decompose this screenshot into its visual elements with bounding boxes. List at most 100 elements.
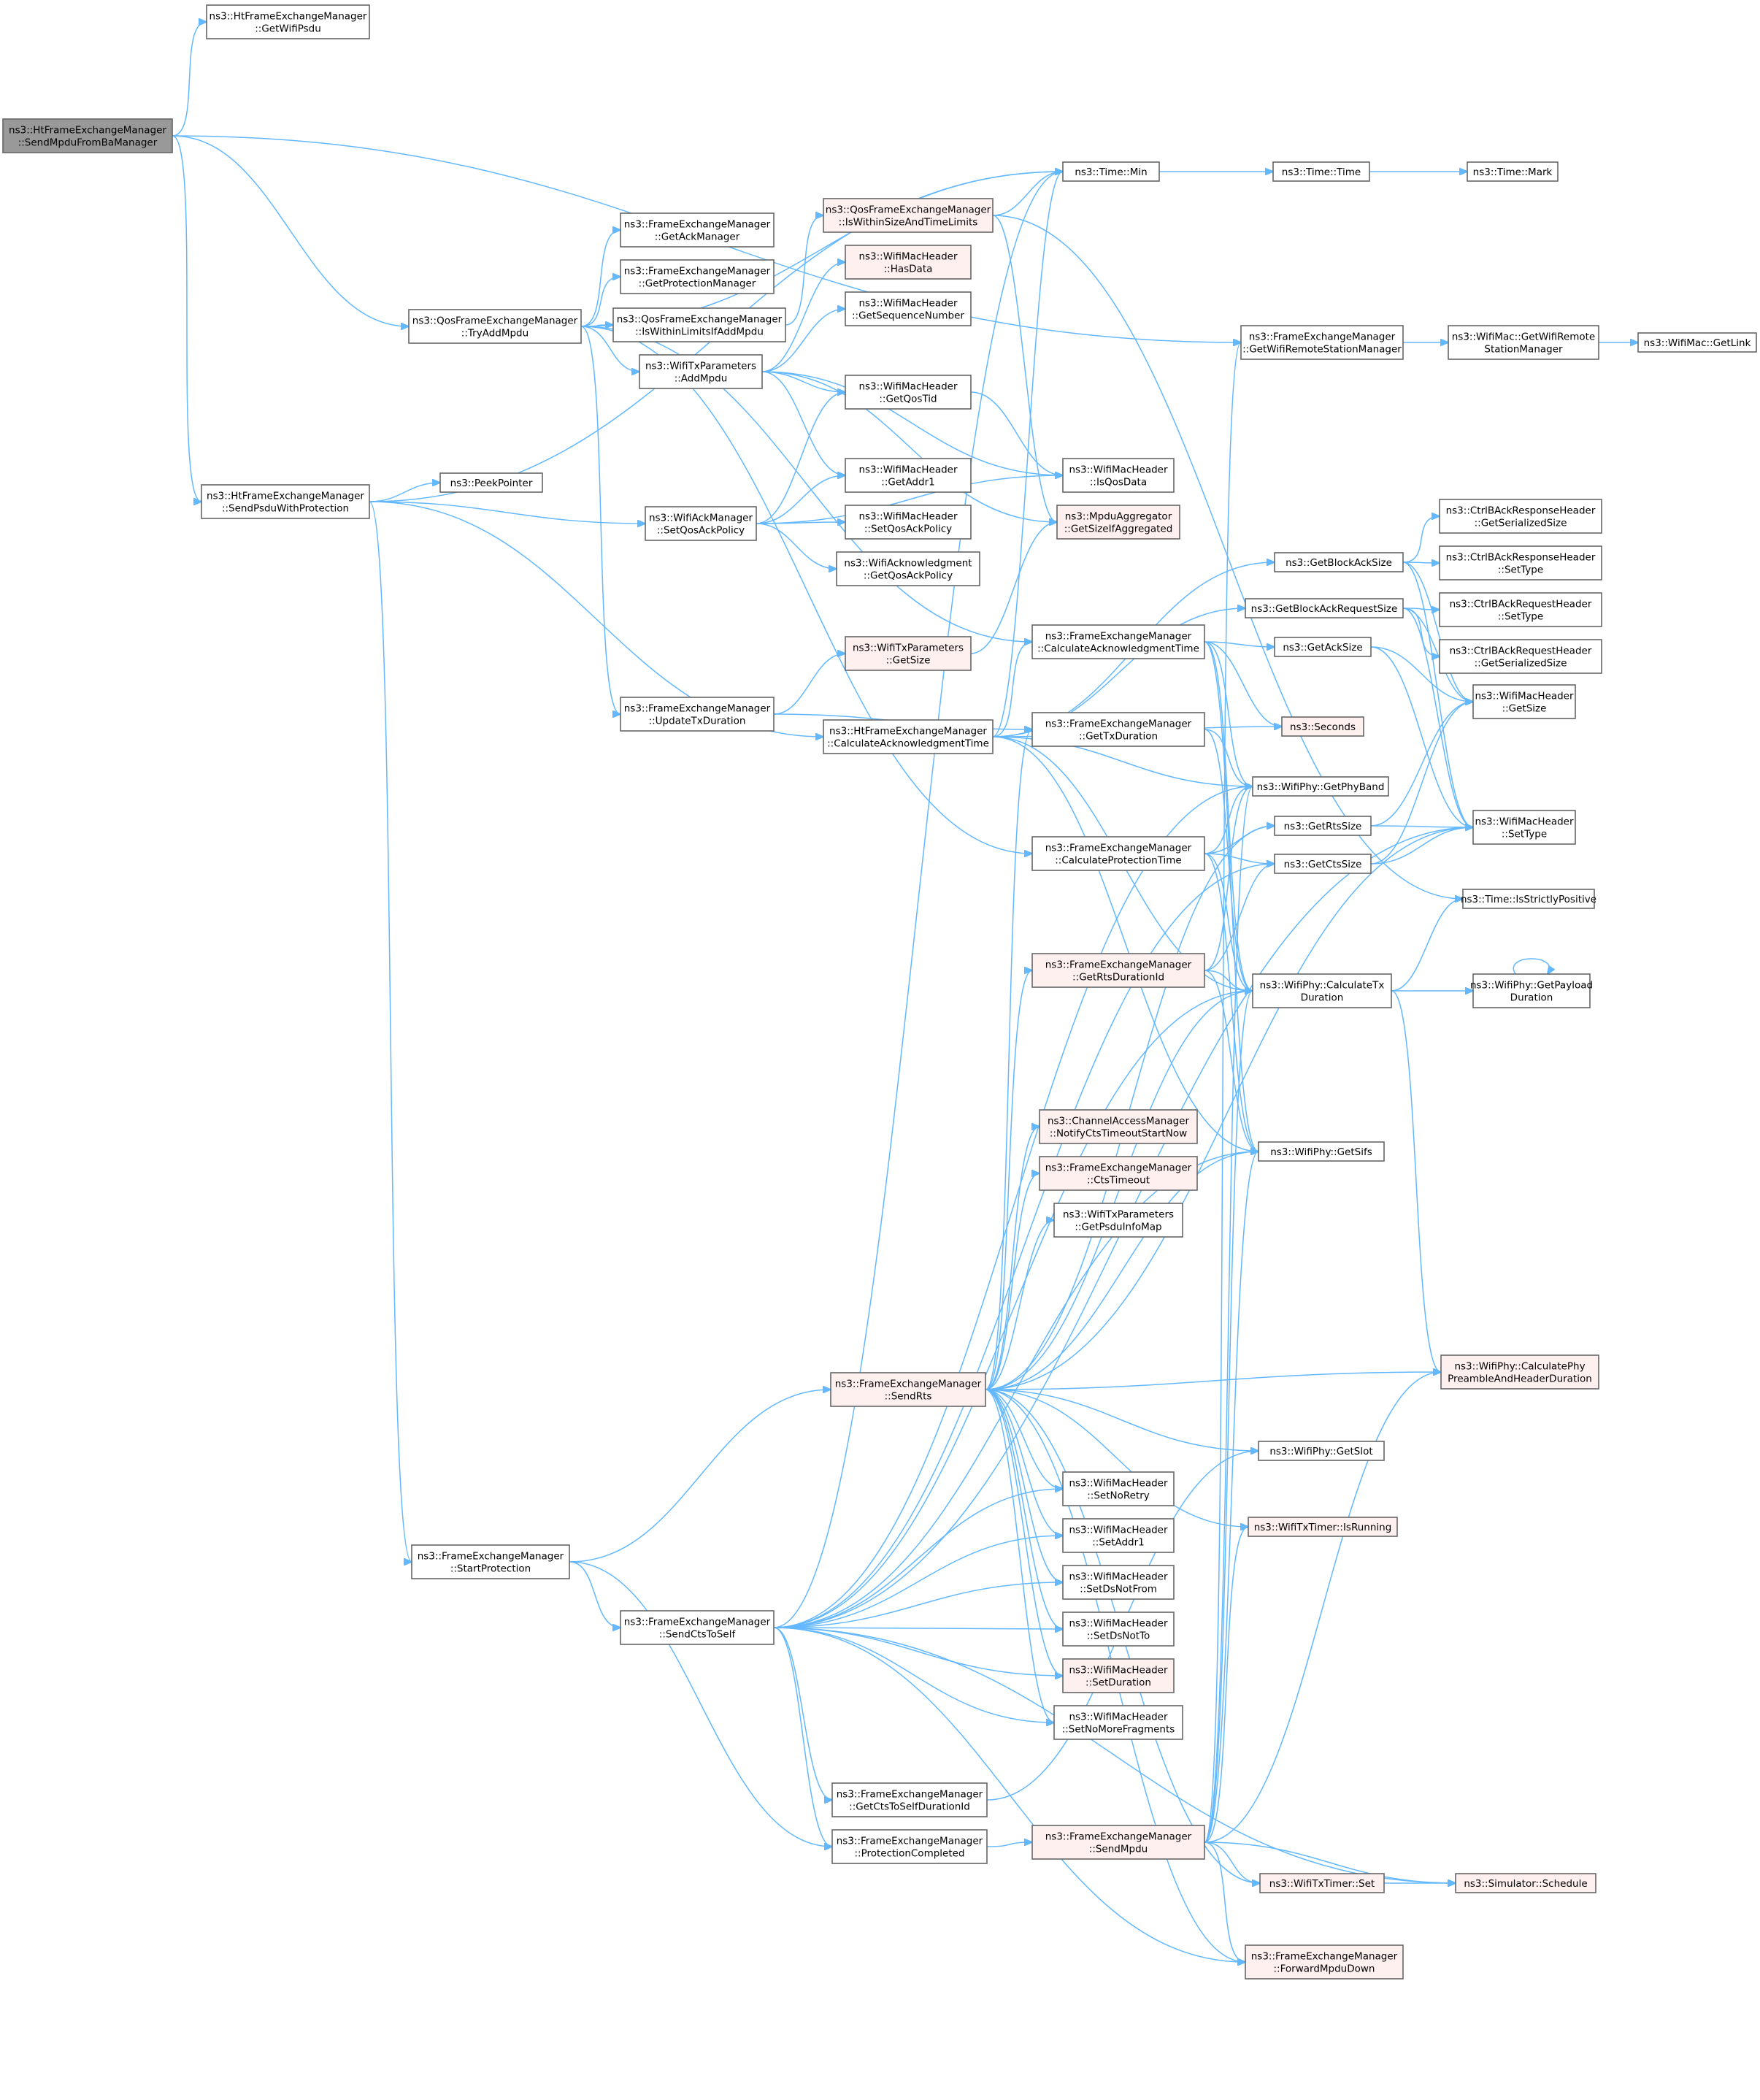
node-box <box>408 309 582 344</box>
node-sendRts[interactable]: ns3::FrameExchangeManager::SendRts <box>830 1372 986 1407</box>
edge-sendCtsToSelf-to-setNoRetry <box>773 1489 1063 1628</box>
node-calcPhyPreamble[interactable]: ns3::WifiPhy::CalculatePhyPreambleAndHea… <box>1440 1354 1599 1390</box>
node-label: ::GetWifiRemoteStationManager <box>1242 344 1402 356</box>
node-getSlot[interactable]: ns3::WifiPhy::GetSlot <box>1258 1441 1385 1461</box>
edge-sendCtsToSelf-to-simSchedule <box>773 1627 1456 1883</box>
node-isRunning[interactable]: ns3::WifiTxTimer::IsRunning <box>1248 1517 1398 1537</box>
node-updateTx[interactable]: ns3::FrameExchangeManager::UpdateTxDurat… <box>620 697 775 732</box>
node-label: ns3::Seconds <box>1290 721 1356 733</box>
node-getCtsSelfDur[interactable]: ns3::FrameExchangeManager::GetCtsToSelfD… <box>831 1782 988 1817</box>
node-addMpdu[interactable]: ns3::WifiTxParameters::AddMpdu <box>639 354 763 389</box>
node-sendPsduProt[interactable]: ns3::HtFrameExchangeManager::SendPsduWit… <box>201 484 370 519</box>
node-calcProt[interactable]: ns3::FrameExchangeManager::CalculateProt… <box>1031 836 1205 871</box>
node-getAckMgr[interactable]: ns3::FrameExchangeManager::GetAckManager <box>620 212 775 248</box>
node-txParamsGetSize[interactable]: ns3::WifiTxParameters::GetSize <box>845 636 972 671</box>
node-feCalcAck[interactable]: ns3::FrameExchangeManager::CalculateAckn… <box>1031 624 1205 659</box>
node-getTxDuration[interactable]: ns3::FrameExchangeManager::GetTxDuration <box>1031 712 1205 747</box>
node-label: ns3::ChannelAccessManager <box>1048 1116 1190 1127</box>
node-getWifiPsdu[interactable]: ns3::HtFrameExchangeManager::GetWifiPsdu <box>206 4 370 39</box>
node-tryAddMpdu[interactable]: ns3::QosFrameExchangeManager::TryAddMpdu <box>408 309 582 344</box>
node-label: Duration <box>1301 992 1344 1004</box>
node-getWifiRSM[interactable]: ns3::FrameExchangeManager::GetWifiRemote… <box>1240 325 1404 360</box>
node-setNoMoreFrag[interactable]: ns3::WifiMacHeader::SetNoMoreFragments <box>1053 1705 1183 1740</box>
edge-getBlockAckSize-to-hdrSetType <box>1402 562 1473 827</box>
node-ctrlBAckRespType[interactable]: ns3::CtrlBAckResponseHeader::SetType <box>1439 545 1602 580</box>
node-getProtMgr[interactable]: ns3::FrameExchangeManager::GetProtection… <box>620 259 775 294</box>
node-label: ::SendCtsToSelf <box>659 1629 737 1641</box>
node-hdrGetSize[interactable]: ns3::WifiMacHeader::GetSize <box>1472 684 1576 719</box>
node-htCalcAck[interactable]: ns3::HtFrameExchangeManager::CalculateAc… <box>823 719 994 754</box>
node-seconds[interactable]: ns3::Seconds <box>1281 716 1364 737</box>
node-getQosAckPolicy[interactable]: ns3::WifiAcknowledgment::GetQosAckPolicy <box>836 551 980 586</box>
node-root[interactable]: ns3::HtFrameExchangeManager::SendMpduFro… <box>2 118 173 153</box>
node-ctrlBAckReqType[interactable]: ns3::CtrlBAckRequestHeader::SetType <box>1439 592 1602 627</box>
node-setDsNotFrom[interactable]: ns3::WifiMacHeader::SetDsNotFrom <box>1062 1565 1175 1600</box>
node-getSeqNum[interactable]: ns3::WifiMacHeader::GetSequenceNumber <box>845 291 972 326</box>
node-getAckSize[interactable]: ns3::GetAckSize <box>1274 637 1372 657</box>
edge-setQosAckPolicy-to-getQosAckPolicy <box>756 523 837 569</box>
node-getRtsDurId[interactable]: ns3::FrameExchangeManager::GetRtsDuratio… <box>1031 953 1205 988</box>
edge-htCalcAck-to-feCalcAck <box>992 642 1032 737</box>
node-getSizeIfAgg[interactable]: ns3::MpduAggregator::GetSizeIfAggregated <box>1056 505 1180 540</box>
node-label: ns3::WifiTxParameters <box>645 361 756 372</box>
node-sendCtsToSelf[interactable]: ns3::FrameExchangeManager::SendCtsToSelf <box>620 1610 775 1645</box>
node-box <box>620 259 775 294</box>
node-isQosData[interactable]: ns3::WifiMacHeader::IsQosData <box>1062 458 1175 493</box>
node-hasData[interactable]: ns3::WifiMacHeader::HasData <box>845 245 972 280</box>
node-setQosAckPolicyHdr[interactable]: ns3::WifiMacHeader::SetQosAckPolicy <box>845 505 972 540</box>
node-ctrlBAckRespSer[interactable]: ns3::CtrlBAckResponseHeader::GetSerializ… <box>1439 499 1602 534</box>
node-simSchedule[interactable]: ns3::Simulator::Schedule <box>1455 1873 1596 1893</box>
node-label: ::GetCtsToSelfDurationId <box>849 1801 970 1813</box>
node-ctsTimeout[interactable]: ns3::FrameExchangeManager::CtsTimeout <box>1039 1156 1198 1191</box>
node-label: ns3::FrameExchangeManager <box>1249 332 1396 343</box>
node-setNoRetry[interactable]: ns3::WifiMacHeader::SetNoRetry <box>1062 1471 1175 1506</box>
node-getRtsSize[interactable]: ns3::GetRtsSize <box>1274 816 1372 836</box>
node-isWithinLimits[interactable]: ns3::QosFrameExchangeManager::IsWithinLi… <box>612 307 786 342</box>
node-getPhyBand[interactable]: ns3::WifiPhy::GetPhyBand <box>1252 776 1389 797</box>
node-setDuration[interactable]: ns3::WifiMacHeader::SetDuration <box>1062 1658 1175 1693</box>
node-isWithinSizeTime[interactable]: ns3::QosFrameExchangeManager::IsWithinSi… <box>823 198 994 233</box>
node-getSifs[interactable]: ns3::WifiPhy::GetSifs <box>1258 1141 1385 1162</box>
node-protCompleted[interactable]: ns3::FrameExchangeManager::ProtectionCom… <box>831 1829 988 1864</box>
node-label: ns3::WifiTxParameters <box>1063 1209 1174 1221</box>
node-box <box>1245 1944 1404 1980</box>
node-label: ::SetType <box>1502 829 1547 840</box>
node-hdrSetType[interactable]: ns3::WifiMacHeader::SetType <box>1472 810 1576 845</box>
node-getPsduInfoMap[interactable]: ns3::WifiTxParameters::GetPsduInfoMap <box>1053 1203 1183 1238</box>
node-startProt[interactable]: ns3::FrameExchangeManager::StartProtecti… <box>411 1544 570 1579</box>
node-timeMark[interactable]: ns3::Time::Mark <box>1467 161 1559 182</box>
node-fwdMpduDown[interactable]: ns3::FrameExchangeManager::ForwardMpduDo… <box>1245 1944 1404 1980</box>
edge-protCompleted-to-sendMpdu <box>986 1842 1032 1847</box>
node-label: ns3::WifiMacHeader <box>858 511 958 523</box>
node-label: ns3::CtrlBAckRequestHeader <box>1450 645 1592 657</box>
node-setAddr1[interactable]: ns3::WifiMacHeader::SetAddr1 <box>1062 1518 1175 1553</box>
node-getAddr1[interactable]: ns3::WifiMacHeader::GetAddr1 <box>845 458 972 493</box>
node-macGetRSM[interactable]: ns3::WifiMac::GetWifiRemoteStationManage… <box>1448 325 1599 360</box>
node-ctrlBAckReqSer[interactable]: ns3::CtrlBAckRequestHeader::GetSerialize… <box>1439 639 1602 674</box>
edge-sendRts-to-getRtsDurId <box>985 970 1032 1390</box>
edge-calcProt-to-getPhyBand <box>1204 786 1253 854</box>
edge-sendCtsToSelf-to-setDsNotFrom <box>773 1582 1063 1628</box>
node-label: ::GetSerializedSize <box>1475 658 1567 670</box>
node-notifyCts[interactable]: ns3::ChannelAccessManager::NotifyCtsTime… <box>1039 1109 1198 1144</box>
node-macGetLink[interactable]: ns3::WifiMac::GetLink <box>1637 332 1757 353</box>
node-label: ::GetAckManager <box>655 231 740 243</box>
node-getBlockAckReqSize[interactable]: ns3::GetBlockAckRequestSize <box>1245 598 1404 618</box>
node-label: ::GetPsduInfoMap <box>1075 1222 1161 1233</box>
node-timerSet[interactable]: ns3::WifiTxTimer::Set <box>1259 1873 1385 1893</box>
node-getCtsSize[interactable]: ns3::GetCtsSize <box>1274 854 1372 874</box>
node-setDsNotTo[interactable]: ns3::WifiMacHeader::SetDsNotTo <box>1062 1612 1175 1647</box>
node-getQosTid[interactable]: ns3::WifiMacHeader::GetQosTid <box>845 375 972 410</box>
node-isStrictlyPos[interactable]: ns3::Time::IsStrictlyPositive <box>1461 889 1596 909</box>
node-timeTime[interactable]: ns3::Time::Time <box>1272 161 1370 182</box>
node-getBlockAckSize[interactable]: ns3::GetBlockAckSize <box>1274 552 1404 572</box>
node-peekPointer[interactable]: ns3::PeekPointer <box>439 472 543 493</box>
nodes-layer: ns3::HtFrameExchangeManager::SendMpduFro… <box>2 4 1757 1980</box>
node-label: ns3::WifiTxTimer::Set <box>1269 1878 1375 1890</box>
node-timeMin[interactable]: ns3::Time::Min <box>1062 161 1160 182</box>
node-setQosAckPolicy[interactable]: ns3::WifiAckManager::SetQosAckPolicy <box>645 506 757 541</box>
node-sendMpdu[interactable]: ns3::FrameExchangeManager::SendMpdu <box>1031 1825 1205 1860</box>
